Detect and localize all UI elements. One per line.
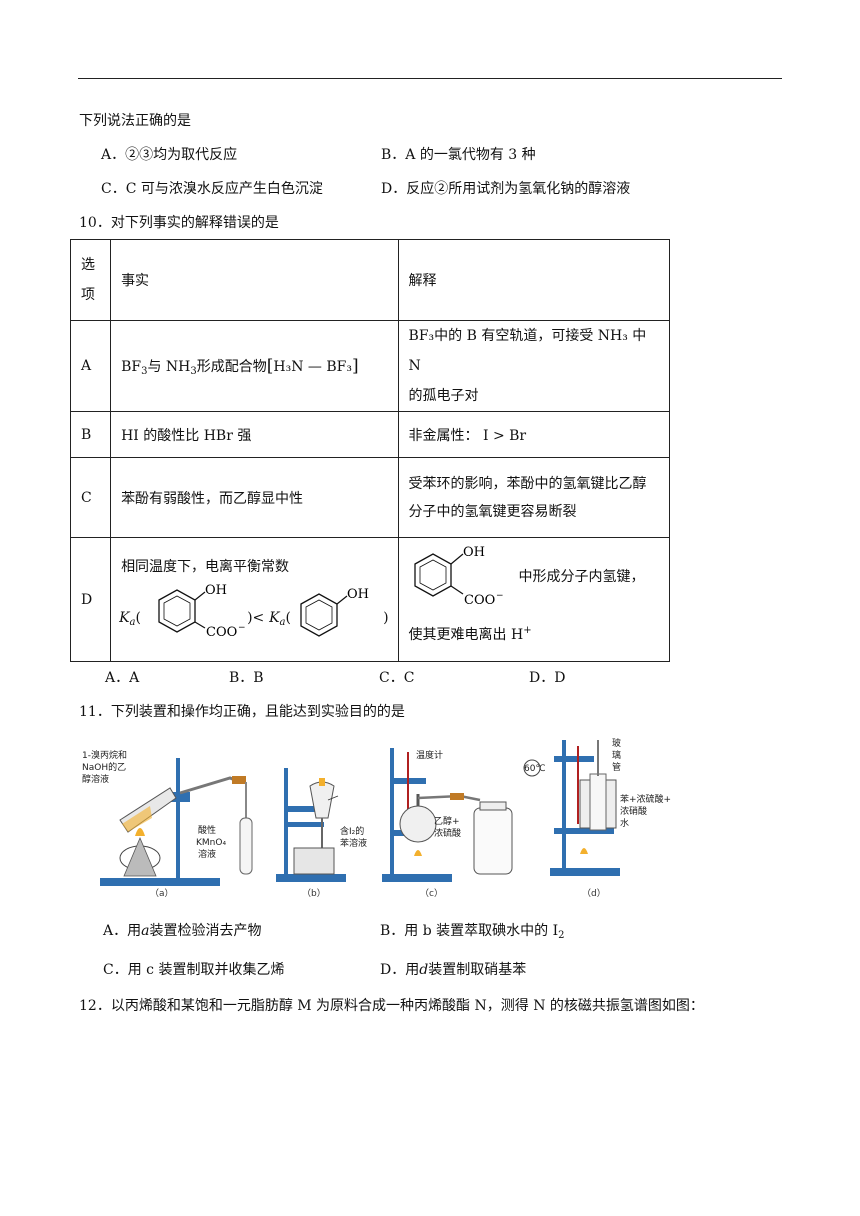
svg-text:璃: 璃 <box>612 749 621 761</box>
row-explanation: 非金属性： I > Br <box>397 411 671 458</box>
svg-text:管: 管 <box>612 761 621 773</box>
header-explanation: 解释 <box>397 239 671 321</box>
q9-option-b: B．A 的一氯代物有 3 种 <box>381 147 536 163</box>
q9-option-d: D．反应②所用试剂为氢氧化钠的醇溶液 <box>381 181 631 197</box>
apparatus-d: 60℃ 玻 璃 管 苯+浓硫酸+ 浓硝酸 水 （d） <box>523 737 671 898</box>
svg-text:醇溶液: 醇溶液 <box>82 773 109 785</box>
salicylate-structure: OH COO − <box>158 583 245 640</box>
q10-choice-d: D．D <box>529 670 566 686</box>
svg-text:浓硝酸: 浓硝酸 <box>620 805 647 817</box>
svg-text:溶液: 溶液 <box>198 848 216 860</box>
header-fact: 事实 <box>110 239 399 321</box>
svg-text:（a）: （a） <box>150 888 174 898</box>
header-option: 选 项 <box>69 239 112 321</box>
q10-table: 选 项 事实 解释 A BF3与 NH3形成配合物[H₃N — BF₃] BF₃… <box>69 239 671 662</box>
coo-label: COO <box>206 625 237 640</box>
svg-text:（b）: （b） <box>302 888 326 898</box>
svg-text:酸性: 酸性 <box>198 824 216 836</box>
apparatus-a: 1-溴丙烷和 NaOH的乙 醇溶液 酸性 KMnO₄ 溶液 （a） <box>82 749 253 898</box>
row-fact: 相同温度下，电离平衡常数 Ka( OH COO − )< Ka( OH <box>110 537 399 662</box>
q9-stem: 下列说法正确的是 <box>79 113 191 129</box>
q11-stem: 11．下列装置和操作均正确，且能达到实验目的的是 <box>79 704 405 720</box>
header-rule <box>78 78 782 79</box>
svg-text:60℃: 60℃ <box>524 764 546 774</box>
svg-text:苯溶液: 苯溶液 <box>340 837 367 849</box>
q11-option-c: C．用 c 装置制取并收集乙烯 <box>103 962 285 978</box>
apparatus-c: 温度计 乙醇+ 浓硫酸 （c） <box>382 748 513 898</box>
q12-stem: 12．以丙烯酸和某饱和一元脂肪醇 M 为原料合成一种丙烯酸酯 N，测得 N 的核… <box>79 998 704 1014</box>
svg-text:苯+浓硫酸+: 苯+浓硫酸+ <box>620 793 671 805</box>
svg-text:1-溴丙烷和: 1-溴丙烷和 <box>82 749 127 761</box>
row-explanation: 受苯环的影响，苯酚中的氢氧键比乙醇 分子中的氢氧键更容易断裂 <box>397 457 671 538</box>
oh-label: OH <box>347 587 369 602</box>
svg-text:浓硫酸: 浓硫酸 <box>434 827 461 839</box>
coo-label: COO <box>464 593 495 608</box>
row-key: C <box>69 457 112 538</box>
table-row: D 相同温度下，电离平衡常数 Ka( OH COO − )< Ka( <box>69 537 671 662</box>
svg-text:−: − <box>238 623 245 633</box>
svg-text:乙醇+: 乙醇+ <box>434 815 460 827</box>
row-key: A <box>69 320 112 412</box>
q9-option-c: C．C 可与浓溴水反应产生白色沉淀 <box>101 181 323 197</box>
q11-option-b: B．用 b 装置萃取碘水中的 I2 <box>380 923 565 941</box>
svg-text:水: 水 <box>620 817 629 829</box>
svg-text:（c）: （c） <box>420 888 443 898</box>
svg-text:KMnO₄: KMnO₄ <box>196 838 226 848</box>
apparatus-b: 含I₂的 苯溶液 （b） <box>276 768 367 898</box>
q10-choice-a: A．A <box>105 670 140 686</box>
table-row: C 苯酚有弱酸性，而乙醇显中性 受苯环的影响，苯酚中的氢氧键比乙醇 分子中的氢氧… <box>69 457 671 538</box>
q10-choice-c: C．C <box>379 670 415 686</box>
svg-text:温度计: 温度计 <box>416 749 443 761</box>
row-fact: HI 的酸性比 HBr 强 <box>110 411 399 458</box>
row-fact: 苯酚有弱酸性，而乙醇显中性 <box>110 457 399 538</box>
row-fact: BF3与 NH3形成配合物[H₃N — BF₃] <box>110 320 399 412</box>
oh-label: OH <box>463 545 485 560</box>
row-explanation: OH COO − 中形成分子内氢键， 使其更难电离出 H+ <box>397 537 671 662</box>
q11-option-a: A．用a装置检验消去产物 <box>103 923 262 939</box>
row-key: B <box>69 411 112 458</box>
salicylate-structure: OH COO − <box>413 545 504 608</box>
q10-stem: 10．对下列事实的解释错误的是 <box>79 215 279 231</box>
row-key: D <box>69 537 112 662</box>
q11-option-d: D．用d装置制取硝基苯 <box>380 962 527 978</box>
q10-choice-b: B．B <box>229 670 264 686</box>
svg-text:（d）: （d） <box>582 888 606 898</box>
oh-label: OH <box>205 583 227 598</box>
table-row: A BF3与 NH3形成配合物[H₃N — BF₃] BF₃中的 B 有空轨道，… <box>69 320 671 412</box>
svg-text:含I₂的: 含I₂的 <box>340 825 364 837</box>
table-header-row: 选 项 事实 解释 <box>69 239 671 321</box>
q9-option-a: A．②③均为取代反应 <box>101 147 238 163</box>
svg-text:玻: 玻 <box>612 737 621 749</box>
row-explanation: BF₃中的 B 有空轨道，可接受 NH₃ 中 N 的孤电子对 <box>397 320 671 412</box>
svg-text:−: − <box>496 591 504 601</box>
svg-text:NaOH的乙: NaOH的乙 <box>82 761 126 773</box>
phenol-structure: OH <box>300 587 369 637</box>
table-row: B HI 的酸性比 HBr 强 非金属性： I > Br <box>69 411 671 458</box>
